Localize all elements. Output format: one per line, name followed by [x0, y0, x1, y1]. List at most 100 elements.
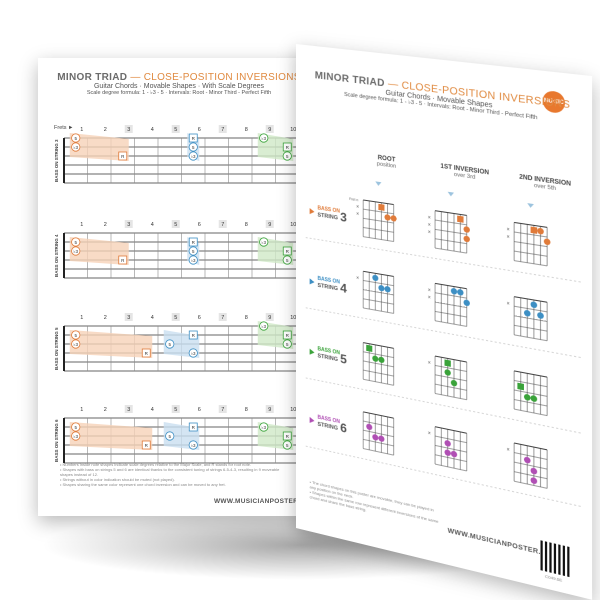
root-note-marker — [282, 246, 292, 256]
row-arrow-icon — [309, 416, 315, 424]
fret-number: 3 — [127, 315, 130, 321]
root-note-marker — [118, 151, 128, 161]
note-degree-label: R — [145, 443, 149, 448]
note-marker — [71, 339, 81, 349]
chord-fret — [363, 439, 393, 446]
chord-dot — [372, 274, 379, 282]
chord-fret — [435, 427, 467, 434]
fret-number-box — [218, 220, 227, 228]
chord-dot — [450, 450, 458, 458]
fret-number-box — [171, 313, 180, 321]
note-degree-label: ♭3 — [73, 434, 78, 439]
mute-mark: × — [356, 275, 359, 282]
chord-dot — [450, 287, 458, 295]
chord-fret — [363, 280, 393, 285]
note-degree-label: 5 — [192, 145, 195, 150]
inversion-band — [69, 330, 153, 358]
note-degree-label: 5 — [192, 249, 195, 254]
fret-number-box — [218, 405, 227, 413]
back-title-main: MINOR TRIAD — [57, 72, 128, 83]
note-degree-label: ♭3 — [73, 342, 78, 347]
chord-fret — [435, 436, 467, 443]
root-note-marker — [282, 330, 292, 340]
note-degree-label: R — [192, 240, 196, 245]
root-dot — [378, 203, 385, 211]
frets-label: Frets ► — [54, 125, 74, 131]
fret-number: 1 — [80, 407, 83, 413]
chord-fret — [514, 335, 547, 341]
fret-number: 6 — [198, 407, 201, 413]
panel-label: BASS ON STRING 6 — [54, 419, 59, 462]
back-note-item: • Numbers inside note shapes indicate sc… — [60, 462, 252, 467]
note-degree-label: ♭3 — [261, 136, 266, 141]
chord-fret — [514, 242, 547, 247]
fret-number: 9 — [268, 407, 271, 413]
note-degree-label: R — [192, 136, 196, 141]
chord-fret — [514, 443, 547, 450]
row-arrow-icon — [309, 348, 315, 356]
chord-fret — [514, 472, 547, 479]
note-marker — [188, 151, 198, 161]
chord-dot — [463, 225, 470, 234]
chord-fret — [363, 228, 393, 233]
mute-mark: × — [507, 227, 510, 234]
note-degree-label: ♭3 — [191, 258, 196, 263]
col-arrow-icon — [375, 181, 382, 187]
mute-mark: × — [428, 287, 431, 294]
chord-fret — [514, 481, 547, 488]
fret-number: 9 — [268, 315, 271, 321]
chord-fret — [363, 352, 393, 358]
chord-fret — [435, 375, 467, 381]
note-marker — [259, 133, 269, 143]
mute-mark: × — [507, 234, 510, 241]
root-dot — [457, 215, 464, 223]
chord-fret — [435, 302, 467, 307]
fret-number: 6 — [198, 315, 201, 321]
root-dot — [366, 344, 373, 352]
chord-dot — [530, 476, 538, 485]
inversion-band — [69, 133, 129, 161]
note-degree-label: 5 — [286, 258, 289, 263]
fret-number: 2 — [104, 222, 107, 228]
root-note-marker — [118, 255, 128, 265]
fret-number: 4 — [151, 407, 154, 413]
chord-fret — [514, 261, 547, 266]
note-marker — [71, 133, 81, 143]
fret-number: 5 — [174, 127, 177, 133]
chord-dot — [384, 285, 391, 293]
fret-number: 2 — [104, 407, 107, 413]
chord-fret — [514, 409, 547, 416]
root-note-marker — [188, 422, 198, 432]
note-degree-label: 5 — [168, 434, 171, 439]
chord-fret — [435, 321, 467, 327]
chord-dot — [457, 288, 464, 297]
note-degree-label: R — [286, 249, 290, 254]
note-marker — [188, 348, 198, 358]
chord-fret — [514, 251, 547, 256]
note-marker — [282, 339, 292, 349]
chord-dot — [372, 433, 379, 442]
chord-dot — [378, 356, 385, 364]
chord-dot — [384, 213, 391, 222]
fret-number: 1 — [80, 315, 83, 321]
note-marker — [259, 422, 269, 432]
note-degree-label: R — [192, 425, 196, 430]
chord-dot — [530, 301, 538, 309]
chord-fret — [435, 239, 467, 244]
row-head-string: STRING — [317, 353, 337, 363]
mute-mark: × — [428, 229, 431, 236]
chord-fret — [363, 379, 393, 385]
chord-fret — [435, 365, 467, 371]
note-marker — [282, 151, 292, 161]
fret-number: 2 — [104, 315, 107, 321]
fret-number: 8 — [245, 127, 248, 133]
chord-dot — [450, 379, 458, 387]
panel-label: BASS ON STRING 5 — [54, 327, 59, 370]
mute-mark: × — [356, 204, 359, 211]
chord-fret — [435, 445, 467, 452]
fret-number-box — [124, 125, 133, 133]
fret-number: 10 — [290, 315, 296, 321]
back-formula: Scale degree formula: 1 - ♭3 - 5 · Inter… — [86, 90, 272, 96]
row-head-prefix: BASS ON — [317, 346, 340, 357]
